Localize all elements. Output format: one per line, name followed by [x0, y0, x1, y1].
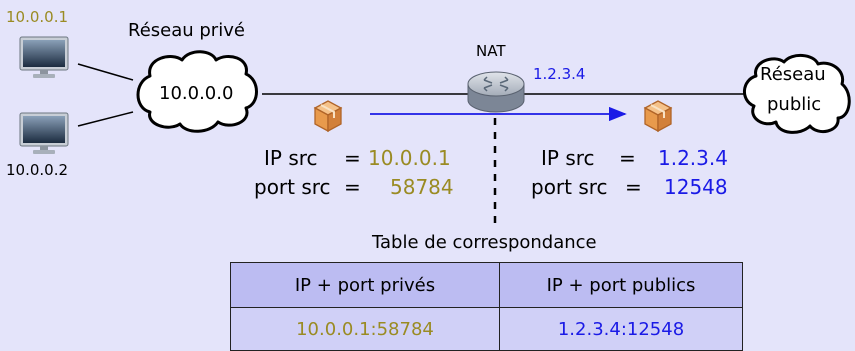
table-title: Table de correspondance — [372, 232, 597, 253]
private-network-label: Réseau privé — [128, 20, 245, 41]
public-network-label-line1: Réseau — [760, 64, 826, 85]
computer-icon — [19, 36, 69, 78]
package-icon — [643, 100, 673, 133]
public-network-label-line2: public — [767, 94, 822, 115]
nat-label: NAT — [476, 42, 506, 60]
column-header-public: IP + port publics — [499, 262, 743, 308]
computer-icon — [19, 112, 69, 154]
cloud-icon — [136, 50, 258, 133]
table-header-row: IP + port privés IP + port publics — [230, 262, 743, 308]
ip-src-label: IP src — [541, 146, 595, 170]
ip-src-value: 1.2.3.4 — [658, 146, 728, 170]
nat-translation-table: IP + port privés IP + port publics 10.0.… — [230, 262, 743, 351]
column-header-private: IP + port privés — [230, 262, 500, 308]
package-icon — [313, 100, 343, 133]
port-src-value: 58784 — [390, 175, 454, 199]
port-src-value: 12548 — [664, 175, 728, 199]
ip-src-value: 10.0.0.1 — [368, 146, 451, 170]
equals-sign: = — [625, 175, 642, 199]
private-endpoint-cell: 10.0.0.1:58784 — [230, 307, 500, 351]
link-host1 — [77, 63, 134, 81]
private-network-ip: 10.0.0.0 — [159, 83, 234, 104]
host2-ip: 10.0.0.2 — [6, 161, 69, 179]
table-row: 10.0.0.1:58784 1.2.3.4:12548 — [230, 307, 743, 351]
equals-sign: = — [344, 146, 361, 170]
port-src-label: port src — [254, 175, 331, 199]
cloud-icon — [743, 54, 851, 134]
link-host2 — [77, 111, 134, 127]
public-endpoint-cell: 1.2.3.4:12548 — [499, 307, 743, 351]
host1-ip: 10.0.0.1 — [6, 8, 69, 26]
nat-public-ip: 1.2.3.4 — [533, 65, 586, 83]
ip-src-label: IP src — [264, 146, 318, 170]
port-src-label: port src — [531, 175, 608, 199]
router-icon — [467, 71, 525, 113]
equals-sign: = — [344, 175, 361, 199]
equals-sign: = — [619, 146, 636, 170]
